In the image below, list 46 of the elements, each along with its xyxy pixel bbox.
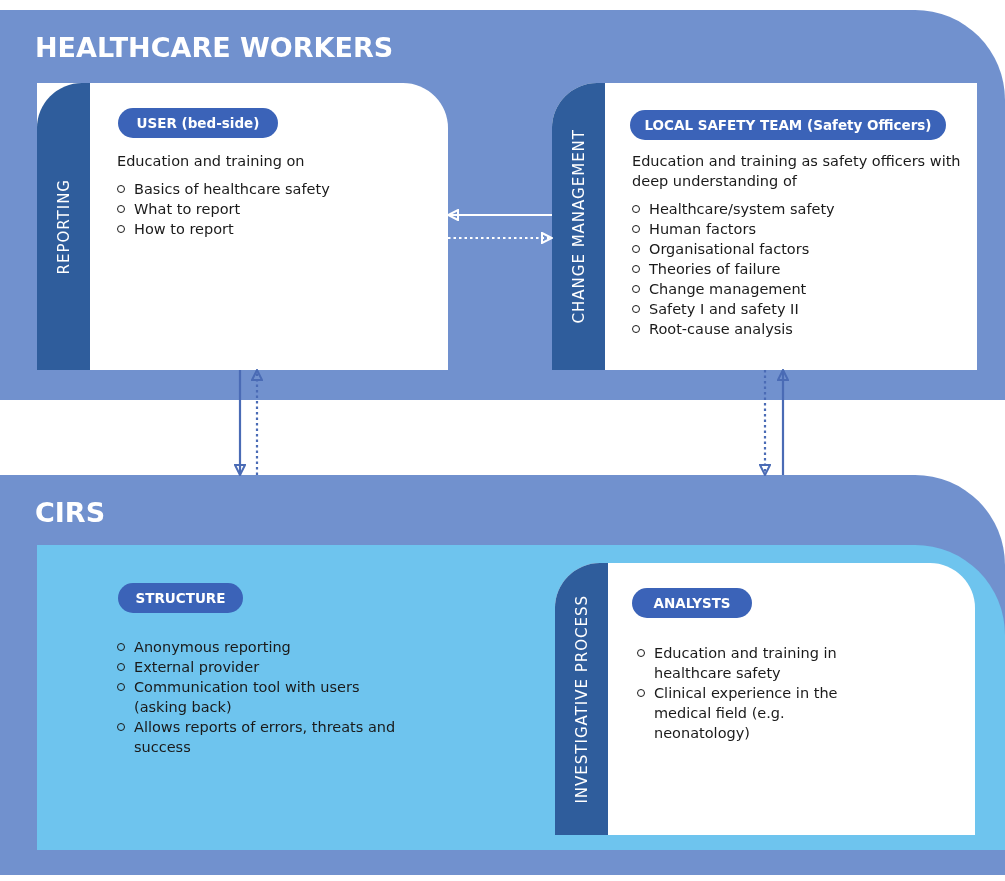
section-band [0,475,1005,875]
bullet-item: Theories of failure [632,259,962,279]
bullet-item: Human factors [632,219,962,239]
heading-label: STRUCTURE [135,590,226,606]
section-band [0,10,1005,400]
heading-pill [630,110,946,140]
bullet-item: What to report [117,199,417,219]
bullet-item: Education and training in healthcare safety [637,643,872,683]
bullet-item: Anonymous reporting [117,637,407,657]
side-label: INVESTIGATIVE PROCESS [572,594,591,804]
side-tab [37,83,90,370]
arrow [234,370,246,476]
arrow [448,232,553,244]
arrow [251,369,263,475]
arrow [759,370,771,476]
bullet-item: Safety I and safety II [632,299,962,319]
content-card [552,83,977,370]
content-card [37,83,448,370]
side-label: REPORTING [54,178,73,275]
heading-pill [118,108,278,138]
bullet-item: Allows reports of errors, threats and success [117,717,407,757]
arrow [777,369,789,475]
bullet-item: How to report [117,219,417,239]
bullet-item: Root-cause analysis [632,319,962,339]
arrow [447,209,552,221]
bullet-item: Change management [632,279,962,299]
section-title: HEALTHCARE WORKERS [35,32,394,63]
content-card [555,563,975,835]
side-tab [555,563,608,835]
content-panel [37,545,1005,850]
heading-label: ANALYSTS [653,595,731,611]
bullet-item: Communication tool with users (asking back) [117,677,407,717]
heading-label: USER (bed-side) [136,115,260,131]
bullet-item: External provider [117,657,407,677]
side-tab [552,83,605,370]
heading-pill [118,583,243,613]
section-title: CIRS [35,497,106,528]
bullet-item: Healthcare/system safety [632,199,962,219]
description-text: Education and training on [117,152,306,171]
bullet-item: Clinical experience in the medical field (e.g. neonatology) [637,683,872,743]
heading-pill [632,588,752,618]
side-label: CHANGE MANAGEMENT [569,129,588,324]
bullet-item: Basics of healthcare safety [117,179,417,199]
description-text: Education and training as safety officers with deep understanding of [632,152,962,191]
heading-label: LOCAL SAFETY TEAM (Safety Officers) [644,117,932,133]
bullet-item: Organisational factors [632,239,962,259]
